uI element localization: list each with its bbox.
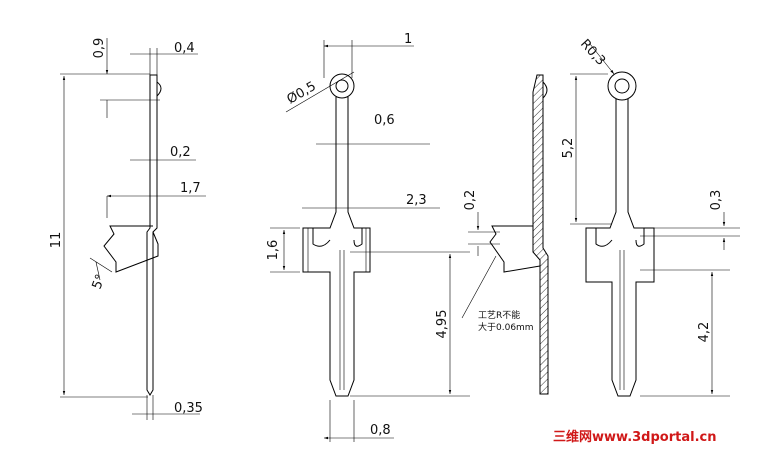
dim-slot: 0,3 [709, 190, 724, 211]
front-view-head-outer [329, 73, 355, 99]
dim-step: 0,2 [463, 190, 478, 211]
dim-lower-length: 4,2 [697, 322, 712, 343]
process-note-line1: 工艺R不能 [478, 309, 520, 321]
dim-angle: 5° [90, 272, 109, 291]
front-view: 1 Ø0,5 0,6 2,3 1,6 4,95 0,8 [266, 32, 470, 442]
dim-body-height: 1,6 [266, 240, 281, 261]
dim-tip-width: 0,35 [174, 401, 203, 416]
section-view-hatched-strip [532, 74, 549, 395]
front-view-hole [335, 79, 349, 93]
side-view: 11 0,9 0,4 0,2 1,7 5° 0,35 [49, 38, 206, 420]
dim-pin-length: 4,95 [435, 310, 450, 339]
dim-total-length: 11 [49, 232, 64, 249]
process-note-line2: 大于0.06mm [478, 321, 534, 333]
dim-hole: Ø0,5 [285, 79, 319, 107]
dim-radius: R0,3 [577, 37, 608, 69]
dim-neck-width: 0,6 [374, 113, 395, 128]
watermark: 三维网www.3dportal.cn [553, 429, 716, 445]
dim-upper-length: 5,2 [561, 138, 576, 159]
dim-pin-width: 0,8 [370, 423, 391, 438]
dim-top-thickness: 0,4 [174, 41, 195, 56]
rear-view: R0,3 5,2 0,3 4,2 [561, 37, 740, 397]
rear-view-hole [614, 78, 630, 94]
side-view-barb [103, 225, 159, 273]
dim-top-width: 1 [404, 32, 412, 47]
section-view: 0,2 工艺R不能 大于0.06mm [461, 74, 549, 395]
dim-top-offset: 0,9 [92, 38, 107, 59]
section-view-barb [489, 225, 541, 273]
rear-view-head-outer [607, 71, 637, 101]
side-view-outline [146, 74, 158, 396]
dim-body-width: 2,3 [406, 193, 427, 208]
dim-barb-width: 1,7 [180, 181, 201, 196]
side-view-bump [156, 81, 162, 97]
dim-thickness: 0,2 [170, 145, 191, 160]
front-view-outline [302, 97, 371, 397]
